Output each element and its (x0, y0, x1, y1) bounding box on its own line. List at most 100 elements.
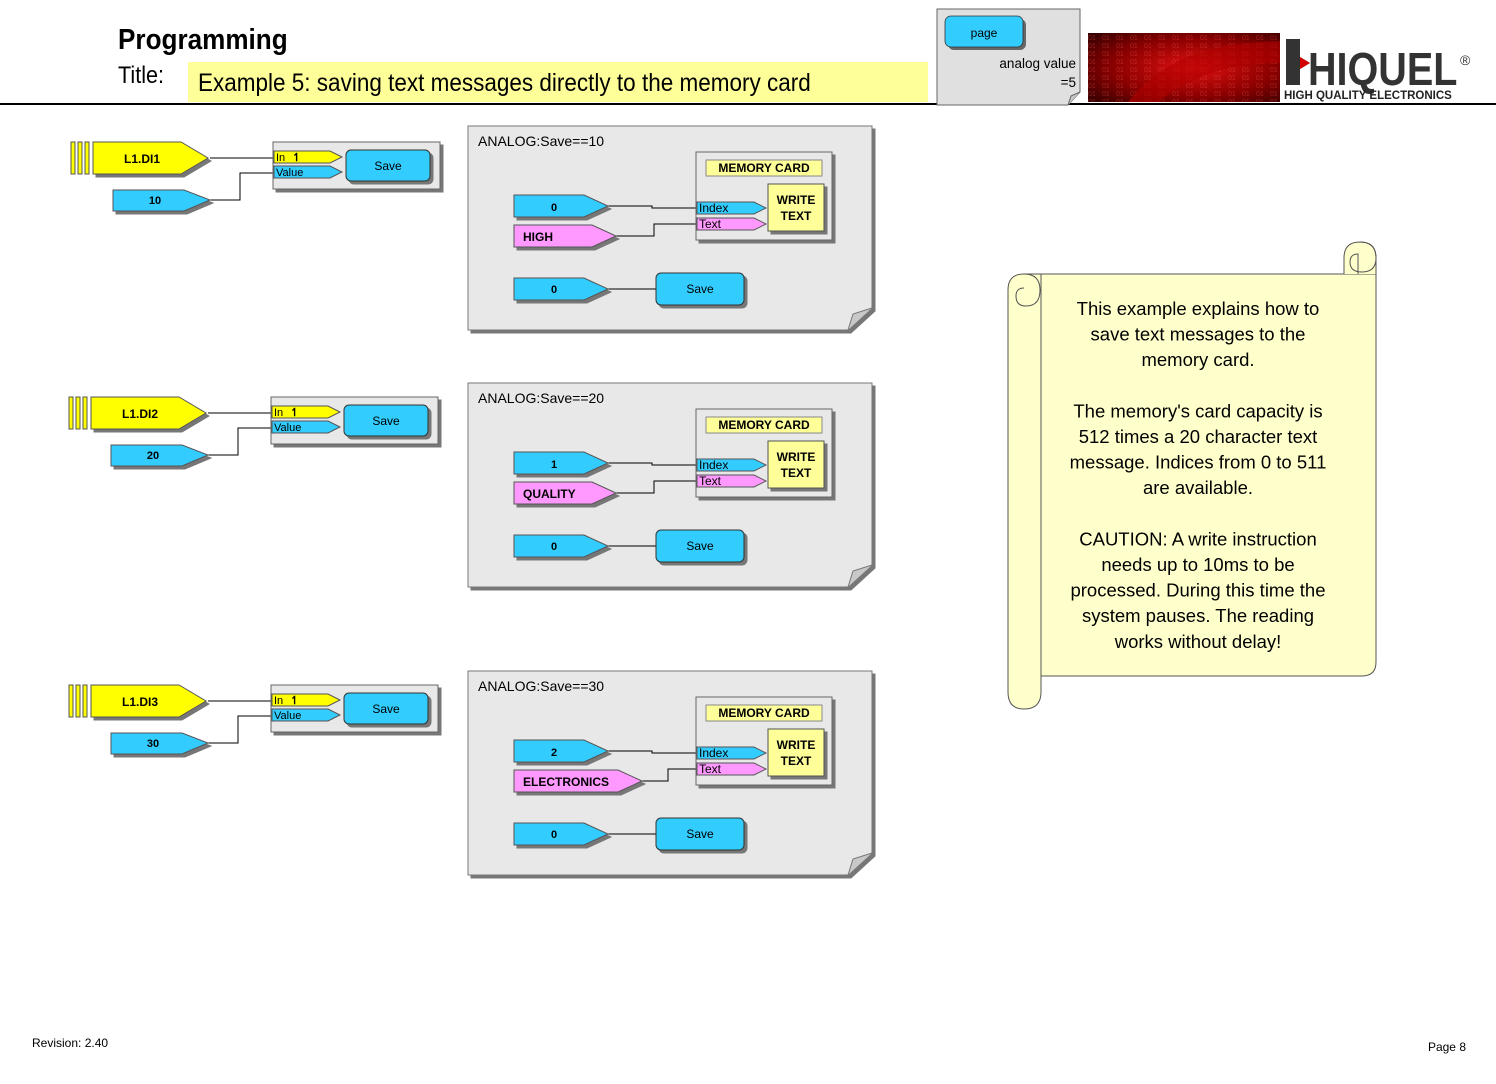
svg-text:2: 2 (551, 747, 557, 759)
constant-value[interactable]: 30 (110, 732, 210, 755)
svg-text:HIGH: HIGH (523, 230, 553, 244)
digital-input[interactable]: L1.DI1 (70, 141, 209, 175)
title-text: Example 5: saving text messages directly… (198, 69, 811, 97)
svg-text:In: In (274, 695, 283, 707)
index-constant[interactable]: 2 (513, 739, 610, 763)
page-note-line1: analog value (999, 56, 1076, 71)
panel-title: ANALOG:Save==10 (478, 133, 604, 149)
svg-text:↿: ↿ (290, 407, 299, 419)
scroll-line: CAUTION: A write instruction (1079, 528, 1316, 549)
svg-text:WRITE: WRITE (777, 738, 816, 752)
left-trigger-rows: L1.DI1 10 In ↿ Value Save L1.DI2 (68, 141, 441, 755)
hiquel-wordmark: HIQUEL ® (1286, 39, 1471, 96)
svg-text:Value: Value (274, 422, 301, 434)
svg-text:0: 0 (551, 284, 557, 296)
scroll-line: system pauses. The reading (1082, 605, 1314, 626)
page-number: Page 8 (1427, 1040, 1466, 1054)
scroll-line: processed. During this time the (1070, 580, 1325, 601)
analog-panel[interactable]: ANALOG:Save==20 1 QUALITY MEMORY CARD In… (467, 382, 873, 588)
trigger-row: L1.DI3 30 In ↿ Value Save (68, 684, 439, 755)
scroll-note: This example explains how to save text me… (1007, 241, 1377, 710)
header-divider (0, 103, 1496, 105)
svg-text:L1.DI1: L1.DI1 (124, 152, 160, 166)
svg-text:MEMORY CARD: MEMORY CARD (718, 161, 810, 175)
svg-text:10: 10 (149, 195, 161, 207)
svg-text:TEXT: TEXT (781, 466, 812, 480)
svg-text:↿: ↿ (290, 695, 299, 707)
analog-panel[interactable]: ANALOG:Save==30 2 ELECTRONICS MEMORY CAR… (467, 670, 873, 876)
text-constant[interactable]: ELECTRONICS (513, 769, 644, 793)
scroll-line: works without delay! (1114, 631, 1282, 652)
index-constant[interactable]: 1 (513, 451, 610, 475)
svg-text:ELECTRONICS: ELECTRONICS (523, 775, 609, 789)
memory-card-block[interactable]: MEMORY CARD Index Text WRITE TEXT (695, 408, 833, 498)
digital-input[interactable]: L1.DI3 (68, 684, 207, 718)
svg-text:Index: Index (699, 201, 728, 215)
text-constant[interactable]: QUALITY (513, 481, 618, 505)
constant-value[interactable]: 20 (110, 444, 210, 467)
page-note: page analog value =5 (936, 8, 1081, 106)
svg-text:®: ® (1460, 52, 1471, 68)
constant-value[interactable]: 10 (112, 189, 212, 212)
svg-text:Text: Text (699, 217, 722, 231)
svg-text:TEXT: TEXT (781, 209, 812, 223)
svg-text:↿: ↿ (292, 152, 301, 164)
panel-title: ANALOG:Save==20 (478, 390, 604, 406)
svg-text:In: In (276, 152, 285, 164)
svg-text:page: page (971, 26, 998, 40)
page-button[interactable]: page (944, 15, 1026, 50)
brand-logo: 01 HIQUEL ® HIGH QUALITY ELECTRONICS (1088, 33, 1478, 102)
scroll-line: 512 times a 20 character text (1079, 426, 1318, 447)
save-function-block[interactable]: In ↿ Value Save (272, 141, 441, 190)
memory-card-block[interactable]: MEMORY CARD Index Text WRITE TEXT (695, 696, 833, 786)
save-value-constant[interactable]: 0 (513, 534, 610, 558)
svg-text:TEXT: TEXT (781, 754, 812, 768)
analog-panel[interactable]: ANALOG:Save==10 0 HIGH MEMORY CARD Index… (467, 125, 873, 331)
analog-panels: ANALOG:Save==10 0 HIGH MEMORY CARD Index… (467, 125, 873, 876)
scroll-line: memory card. (1141, 349, 1254, 370)
svg-text:QUALITY: QUALITY (523, 487, 576, 501)
revision-label: Revision: 2.40 (32, 1036, 109, 1050)
scroll-line: needs up to 10ms to be (1101, 554, 1294, 575)
scroll-line: are available. (1143, 477, 1253, 498)
svg-text:Index: Index (699, 458, 728, 472)
svg-text:In: In (274, 407, 283, 419)
svg-text:Save: Save (372, 414, 400, 428)
text-constant[interactable]: HIGH (513, 224, 618, 248)
svg-text:Text: Text (699, 474, 722, 488)
page-note-line2: =5 (1061, 75, 1076, 90)
svg-text:Value: Value (274, 710, 301, 722)
title-label: Title: (118, 62, 165, 89)
svg-text:MEMORY CARD: MEMORY CARD (718, 706, 810, 720)
svg-text:WRITE: WRITE (777, 450, 816, 464)
trigger-row: L1.DI2 20 In ↿ Value Save (68, 396, 439, 467)
save-value-constant[interactable]: 0 (513, 822, 610, 846)
panel-title: ANALOG:Save==30 (478, 678, 604, 694)
svg-text:HIQUEL: HIQUEL (1308, 44, 1457, 95)
svg-text:Save: Save (372, 702, 400, 716)
svg-text:Save: Save (374, 159, 402, 173)
logo-tagline: HIGH QUALITY ELECTRONICS (1284, 90, 1452, 102)
scroll-line: This example explains how to (1077, 298, 1320, 319)
svg-text:0: 0 (551, 202, 557, 214)
svg-text:WRITE: WRITE (777, 193, 816, 207)
save-button[interactable]: Save (655, 817, 745, 851)
save-button[interactable]: Save (655, 272, 745, 306)
scroll-line: message. Indices from 0 to 511 (1070, 452, 1327, 473)
svg-text:Save: Save (686, 827, 714, 841)
svg-text:Value: Value (276, 167, 303, 179)
svg-text:1: 1 (551, 459, 557, 471)
scroll-line: save text messages to the (1091, 324, 1306, 345)
svg-text:Text: Text (699, 762, 722, 776)
svg-text:30: 30 (147, 738, 159, 750)
svg-text:20: 20 (147, 450, 159, 462)
save-function-block[interactable]: In ↿ Value Save (270, 684, 439, 733)
index-constant[interactable]: 0 (513, 194, 610, 218)
memory-card-block[interactable]: MEMORY CARD Index Text WRITE TEXT (695, 151, 833, 241)
svg-text:0: 0 (551, 541, 557, 553)
save-button[interactable]: Save (655, 529, 745, 563)
svg-text:MEMORY CARD: MEMORY CARD (718, 418, 810, 432)
save-function-block[interactable]: In ↿ Value Save (270, 396, 439, 445)
save-value-constant[interactable]: 0 (513, 277, 610, 301)
digital-input[interactable]: L1.DI2 (68, 396, 207, 430)
